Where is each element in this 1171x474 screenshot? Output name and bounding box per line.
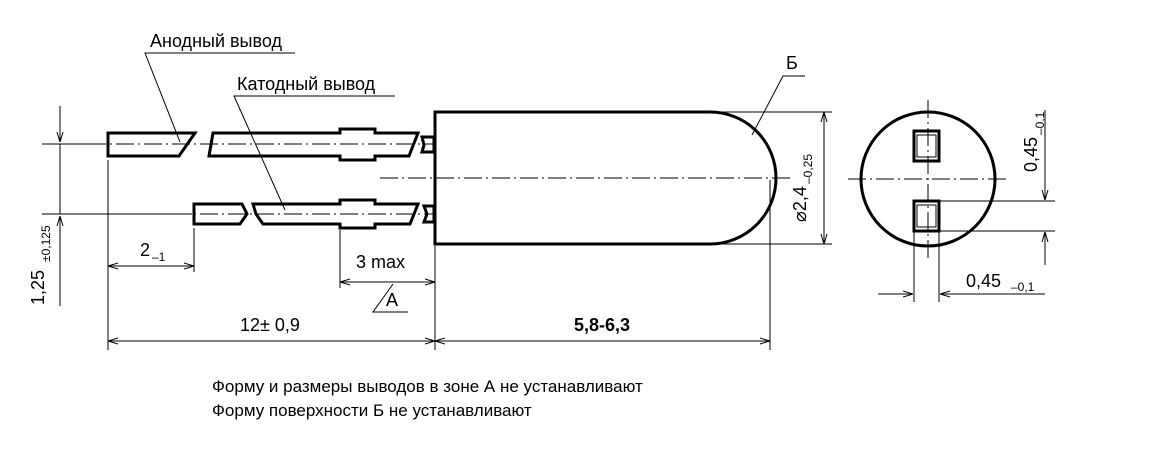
note-zone-a: Форму и размеры выводов в зоне А не уста… — [212, 377, 643, 396]
anode-lead-label: Анодный вывод — [150, 31, 282, 51]
dim-lead-thickness-tol: –0,1 — [1011, 280, 1035, 294]
dim-pitch-tol: ±0,125 — [39, 225, 53, 262]
dim-pitch-value: 1,25 — [28, 270, 48, 305]
dim-lead-total-value: 12± 0,9 — [240, 315, 300, 335]
cathode-lead-label: Катодный вывод — [237, 74, 376, 94]
led-body-outline — [433, 110, 778, 246]
dim-diameter: ⌀2,4 –0,25 — [790, 112, 824, 244]
dim-lead-thickness-value: 0,45 — [966, 271, 1001, 291]
note-surface-b: Форму поверхности Б не устанавливают — [212, 401, 532, 420]
dim-diameter-tol: –0,25 — [801, 154, 815, 184]
dim-lead-width-value: 0,45 — [1021, 137, 1041, 172]
zone-a-label: А — [386, 290, 398, 310]
dim-zone-a-value: 3 max — [356, 252, 405, 272]
cathode-leader-line — [233, 95, 395, 211]
anode-leader-line — [144, 52, 295, 143]
surface-leader-line — [751, 75, 805, 136]
anode-lead-drawing — [60, 127, 436, 162]
dim-pitch: 1,25 ±0,125 — [28, 106, 60, 306]
surface-b-label: Б — [786, 53, 798, 73]
zone-leader-line — [372, 283, 408, 313]
dim-lead-width: 0,45 –0,1 — [940, 110, 1055, 265]
extension-lines — [42, 111, 832, 350]
end-view — [848, 100, 1008, 258]
dim-lead-end-value: 2 — [140, 240, 150, 260]
dim-diameter-value: ⌀2,4 — [790, 186, 810, 222]
dim-lead-thickness: 0,45 –0,1 — [878, 232, 1045, 302]
dim-lead-end-tol: –1 — [152, 250, 166, 264]
dim-lead-width-tol: –0,1 — [1033, 111, 1047, 135]
dim-body-length-value: 5,8-6,3 — [574, 315, 630, 335]
